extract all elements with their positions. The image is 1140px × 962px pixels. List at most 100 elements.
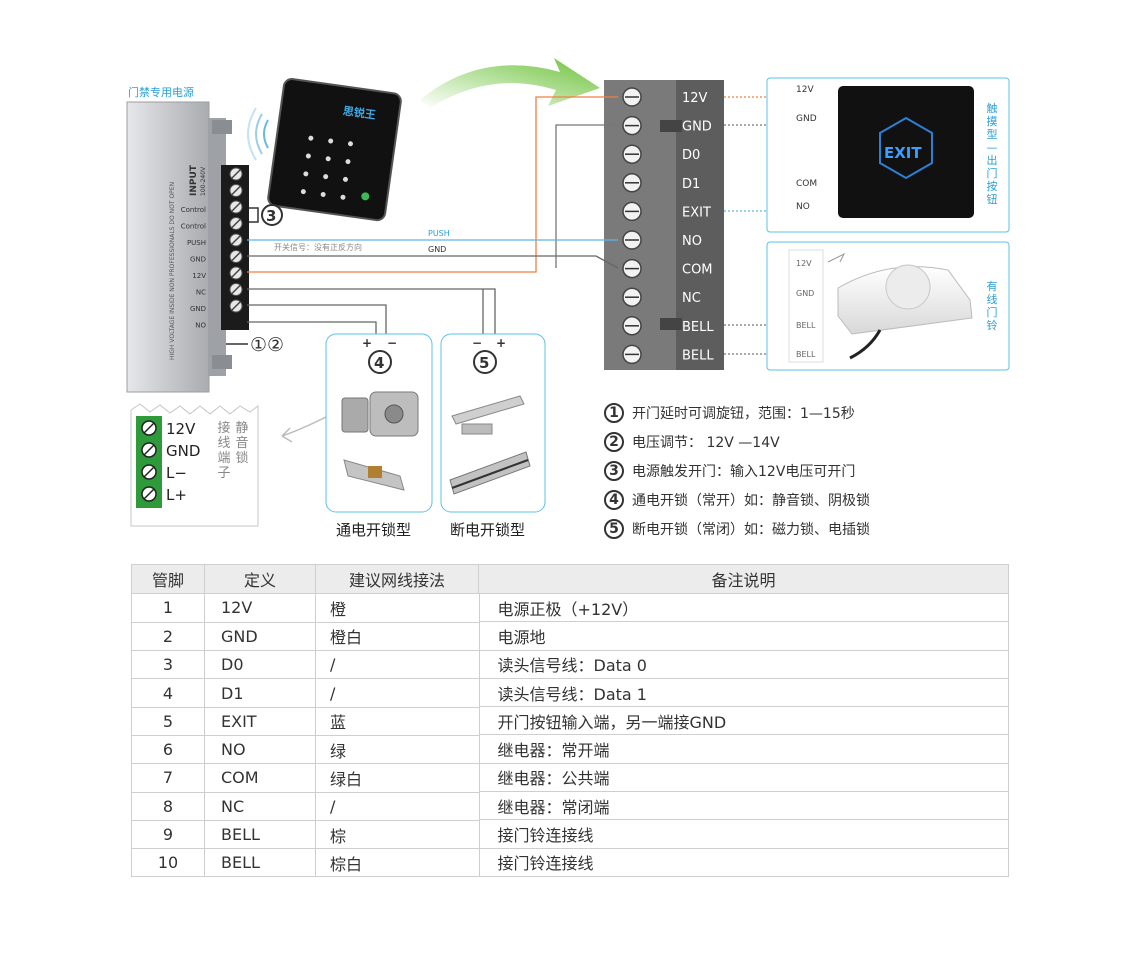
header-pin: 管脚 [131,564,205,594]
psu-terminal-label: PUSH [187,239,206,247]
svg-text:3: 3 [266,207,276,225]
switch-signal-label: 开关信号：没有正反方向 [274,242,362,252]
power-on-lock-box: + − 4 [325,333,433,513]
flow-arrow-icon [420,58,600,108]
header-wire: 建议网线接法 [315,564,479,594]
pin-definition: 12V [204,593,316,623]
svg-text:按: 按 [987,179,998,193]
psu-terminal-label: NC [196,289,206,297]
psu-terminal-label: NO [195,322,206,330]
psu-input-label: INPUT [189,164,199,196]
pin-remark: 电源地 [478,622,1009,651]
pin-number: 9 [131,820,205,850]
controller-terminal-label: BELL [682,320,714,335]
mute-terminal-label: GND [166,442,200,460]
svg-text:①②: ①② [250,334,284,356]
svg-text:+: + [362,336,372,350]
pin-remark: 开门按钮输入端，另一端接GND [478,707,1009,736]
pin-wire-color: 橙 [315,593,479,623]
psu-terminal-label: GND [190,305,206,313]
pin-definition: COM [204,763,316,793]
controller-terminal-label: COM [682,263,713,278]
power-on-lock-label: 通电开锁型 [336,521,411,539]
exit-wire-label: 12V [796,85,814,95]
psu-terminal-label: Control [181,223,206,231]
pin-number: 7 [131,763,205,793]
pin-remark: 读头信号线：Data 0 [478,650,1009,679]
wire-gnd-label: GND [428,245,446,254]
controller-terminal-label: 12V [682,91,708,106]
reader-brand: 思锐王 [342,103,377,121]
note-number: 1 [604,402,624,423]
key-icon [340,194,346,200]
pin-definition: GND [204,622,316,652]
header-note: 备注说明 [478,564,1009,594]
key-icon [325,156,331,162]
wire-push-label: PUSH [428,229,450,238]
pin-wire-color: 蓝 [315,707,479,736]
pin-definition: EXIT [204,707,316,736]
key-icon [323,174,329,180]
note-text: 通电开锁（常开）如：静音锁、阴极锁 [632,492,870,509]
pin-definition: BELL [204,820,316,850]
svg-text:钮: 钮 [987,192,998,206]
svg-text:−: − [472,336,482,350]
svg-text:铃: 铃 [987,318,998,332]
svg-text:型: 型 [987,127,998,141]
note-text: 电源触发开门：输入12V电压可开门 [632,463,856,480]
svg-text:—: — [987,141,998,154]
svg-text:锁: 锁 [235,450,248,466]
svg-text:静: 静 [235,421,248,436]
bell-wire-label: GND [796,289,814,298]
pin-number: 10 [131,848,205,878]
wiring-diagram: 门禁专用电源 HIGH VOLTAGE INSIDE NON PROFESSIO… [126,58,1010,539]
pin-wire-color: 棕 [315,820,479,850]
key-icon [300,189,306,195]
status-led-icon [361,192,370,201]
key-icon [328,138,334,144]
pin-number: 4 [131,678,205,708]
svg-text:门: 门 [987,166,998,180]
card-reader: 思锐王 [247,78,402,222]
svg-text:+: + [496,336,506,350]
bell-wire-label: 12V [796,259,812,268]
svg-text:5: 5 [479,354,489,372]
power-supply: HIGH VOLTAGE INSIDE NON PROFESSIONALS DO… [126,101,249,393]
pin-number: 1 [131,593,205,623]
power-off-lock-box: − + 5 [440,333,546,513]
marker-3: 3 [249,204,283,226]
note-text: 电压调节： 12V —14V [632,434,780,451]
svg-text:出: 出 [987,153,998,167]
pin-wire-color: 棕白 [315,848,479,878]
key-icon [305,153,311,159]
pin-wire-color: 绿白 [315,763,479,793]
psu-title: 门禁专用电源 [128,85,194,99]
svg-text:4: 4 [374,354,384,372]
key-icon [320,191,326,197]
svg-text:−: − [387,336,397,350]
key-icon [347,141,353,147]
controller-terminal-label: NO [682,234,702,249]
key-icon [342,176,348,182]
pin-wire-color: 橙白 [315,622,479,652]
pin-remark: 继电器：常闭端 [478,792,1009,821]
mute-terminal-label: L+ [166,486,187,504]
pin-definition: D0 [204,650,316,680]
header-definition: 定义 [204,564,316,594]
psu-terminal-label: GND [190,256,206,264]
pin-definition: D1 [204,678,316,708]
pin-remark: 读头信号线：Data 1 [478,678,1009,708]
mute-terminal-label: L− [166,464,187,482]
exit-wire-label: NO [796,202,810,212]
key-icon [308,135,314,141]
controller-terminal-label: NC [682,291,701,306]
psu-input-range: 100-240V [200,166,207,196]
